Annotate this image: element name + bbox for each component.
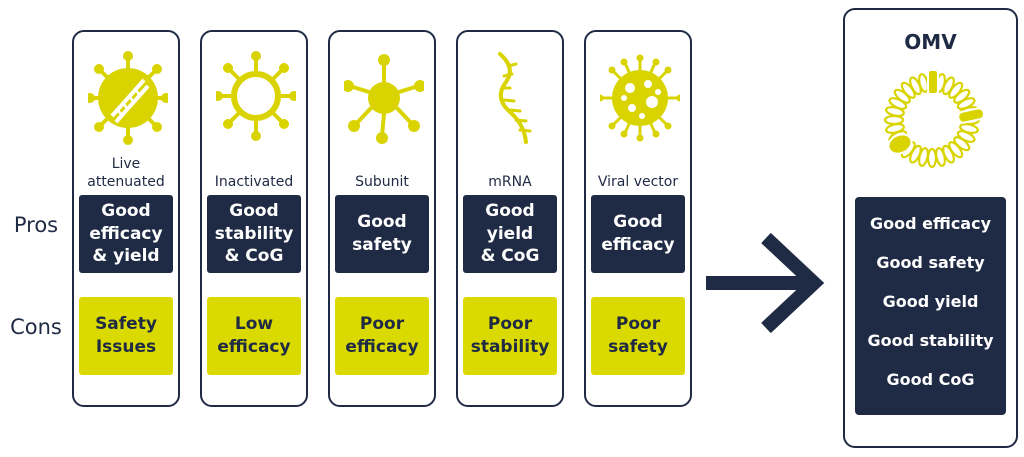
subunit-protein-icon [344, 54, 424, 144]
cons-box: Poor safety [591, 297, 685, 375]
omv-membrane-segment [883, 114, 905, 126]
pros-box: Good safety [335, 195, 429, 273]
vaccine-type-label: Subunit [355, 173, 409, 190]
vaccine-type-label: Inactivated [214, 173, 294, 190]
omv-benefit-item: Good CoG [886, 370, 975, 389]
omv-vesicle-icon [883, 69, 986, 168]
omv-benefits-box: Good efficacy Good safety Good yield Goo… [855, 197, 1006, 415]
omv-title: OMV [904, 30, 957, 54]
pros-box: Good efficacy & yield [79, 195, 173, 273]
vaccine-column-subunit: Subunit Good safety Poor efficacy [328, 30, 436, 407]
vaccine-column-mrna: mRNA Good yield & CoG Poor stability [456, 30, 564, 407]
omv-membrane-segment [926, 147, 938, 168]
omv-benefit-item: Good safety [876, 253, 985, 272]
viral-vector-icon [600, 54, 680, 142]
omv-panel: OMV Good efficacy Good safety Good yield… [843, 8, 1018, 448]
live-attenuated-virus-icon [88, 51, 168, 145]
vaccine-type-label: Viral vector [597, 173, 679, 190]
vaccine-type-label: mRNA [488, 173, 532, 190]
right-arrow-icon [706, 232, 825, 334]
pros-row-label: Pros [13, 213, 59, 237]
pros-box: Good yield & CoG [463, 195, 557, 273]
cons-box: Poor stability [463, 297, 557, 375]
vaccine-column-live-attenuated: Live attenuated Good efficacy & yield Sa… [72, 30, 180, 407]
vaccine-column-inactivated: Inactivated Good stability & CoG Low eff… [200, 30, 308, 407]
cons-row-label: Cons [10, 315, 62, 339]
cons-box: Safety Issues [79, 297, 173, 375]
inactivated-virus-icon [216, 51, 296, 141]
omv-benefit-item: Good stability [867, 331, 994, 350]
vaccine-column-viral-vector: Viral vector Good efficacy Poor safety [584, 30, 692, 407]
omv-benefit-item: Good efficacy [869, 214, 992, 233]
mrna-strand-icon [498, 52, 532, 144]
pros-box: Good stability & CoG [207, 195, 301, 273]
pros-box: Good efficacy [591, 195, 685, 273]
omv-benefit-item: Good yield [882, 292, 979, 311]
vaccine-type-label: Live attenuated [87, 155, 165, 190]
cons-box: Poor efficacy [335, 297, 429, 375]
cons-box: Low efficacy [207, 297, 301, 375]
